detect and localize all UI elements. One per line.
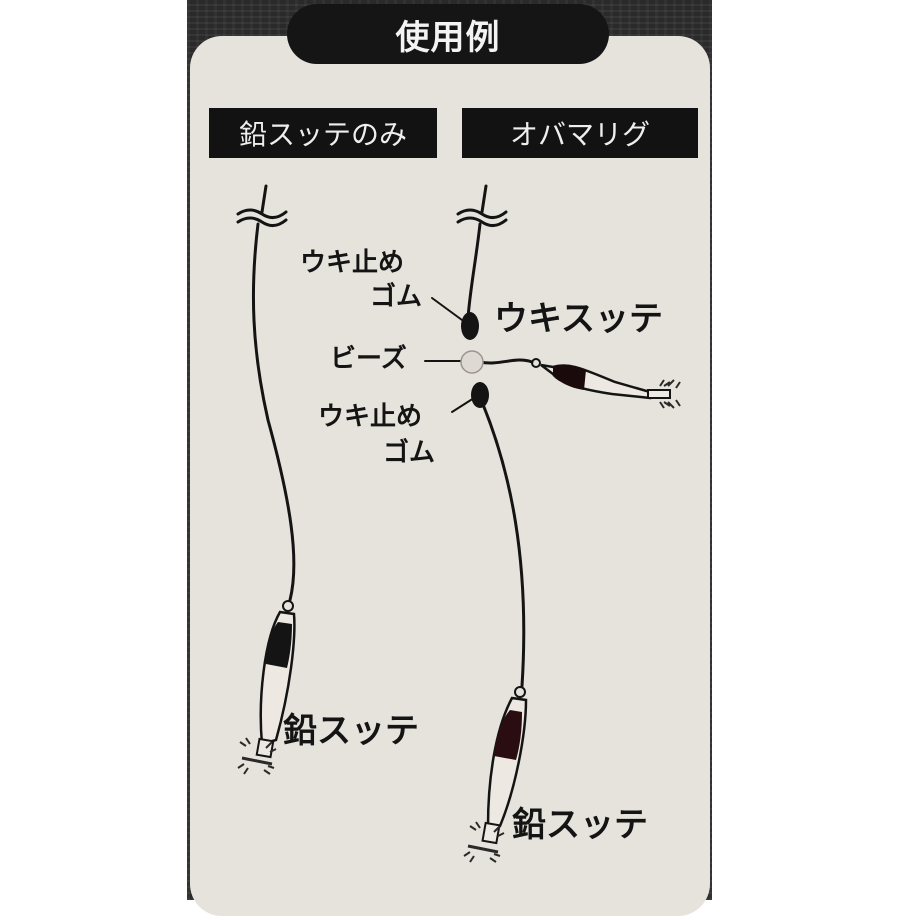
lower-stopper-icon — [471, 382, 489, 408]
float-sutte-label: ウキスッテ — [494, 299, 663, 339]
right-lead-sutte-label: 鉛スッテ — [512, 805, 648, 845]
lower-stopper-label-2: ゴム — [383, 438, 436, 468]
section-label-lead-sutte-only: 鉛スッテのみ — [209, 108, 437, 158]
lead-sutte-icon-right — [463, 686, 528, 863]
upper-stopper-icon — [461, 312, 479, 340]
main-line-right-upper — [466, 222, 482, 320]
branch-line — [478, 358, 534, 365]
float-sutte-icon — [531, 358, 681, 409]
left-lead-sutte-label: 鉛スッテ — [283, 711, 419, 751]
diagram-card — [190, 36, 710, 916]
lead-sutte-icon-left — [237, 600, 296, 775]
page-title: 使用例 — [287, 4, 609, 64]
bead-label: ビーズ — [330, 344, 407, 374]
upper-stopper-label-2: ゴム — [370, 282, 423, 312]
lower-stopper-label-1: ウキ止め — [318, 402, 423, 432]
upper-stopper-label-1: ウキ止め — [300, 248, 405, 278]
main-line-right-lower — [480, 400, 526, 688]
line-break-icon-right — [456, 184, 508, 227]
main-line-left — [251, 222, 296, 602]
line-break-icon-left — [236, 184, 288, 227]
bead-icon — [460, 350, 484, 374]
section-label-obama-rig: オバマリグ — [462, 108, 698, 158]
